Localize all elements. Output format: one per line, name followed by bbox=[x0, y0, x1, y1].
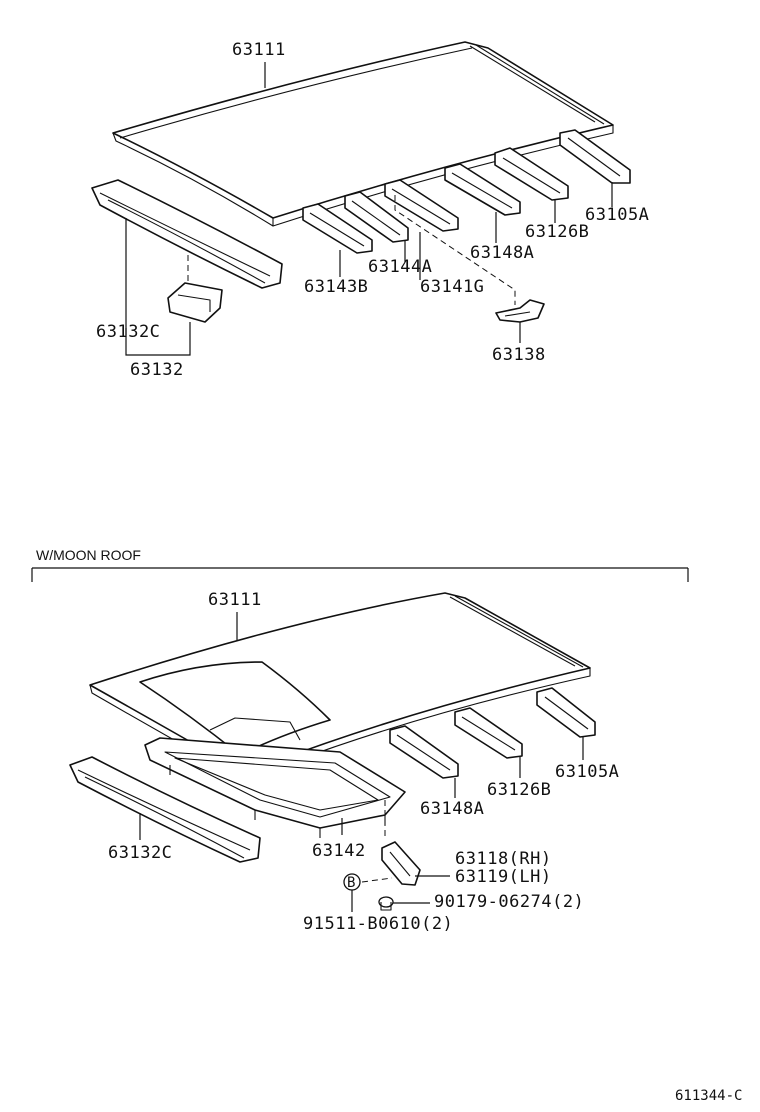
label-63118: 63118(RH) bbox=[455, 849, 552, 869]
label-63105A-bottom: 63105A bbox=[555, 762, 619, 782]
label-63105A-top: 63105A bbox=[585, 205, 649, 225]
bottom-diagram: B 63111 63105A 63126B 63148A 63132C 6314… bbox=[69, 590, 619, 934]
label-63132C-bottom: 63132C bbox=[108, 843, 172, 863]
label-63126B-bottom: 63126B bbox=[487, 780, 551, 800]
roof-bows-top bbox=[302, 129, 631, 254]
label-63126B-top: 63126B bbox=[525, 222, 589, 242]
leaders-top bbox=[125, 62, 613, 356]
diagram-code: 611344-C bbox=[675, 1088, 742, 1104]
moonroof-reinforcement bbox=[144, 737, 406, 838]
label-90179: 90179-06274(2) bbox=[434, 892, 584, 912]
header-bracket bbox=[167, 282, 223, 323]
clip bbox=[378, 896, 394, 911]
roof-bows-bottom bbox=[389, 687, 596, 779]
label-63111-bottom: 63111 bbox=[208, 590, 262, 610]
section-moon-roof: W/MOON ROOF bbox=[31, 547, 689, 582]
bracket-63138 bbox=[495, 299, 545, 323]
label-63132C-top: 63132C bbox=[96, 322, 160, 342]
label-63144A: 63144A bbox=[368, 257, 432, 277]
roof-panel-top bbox=[112, 41, 614, 227]
label-63138: 63138 bbox=[492, 345, 546, 365]
label-63148A-top: 63148A bbox=[470, 243, 534, 263]
front-header-bottom bbox=[69, 756, 261, 863]
label-63143B: 63143B bbox=[304, 277, 368, 297]
label-63119: 63119(LH) bbox=[455, 867, 552, 887]
moonroof-support bbox=[381, 841, 421, 886]
front-header-top bbox=[91, 179, 283, 289]
label-63132: 63132 bbox=[130, 360, 184, 380]
label-63142: 63142 bbox=[312, 841, 366, 861]
label-63111-top: 63111 bbox=[232, 40, 286, 60]
label-63148A-bottom: 63148A bbox=[420, 799, 484, 819]
bolt-symbol: B bbox=[343, 873, 361, 891]
top-diagram: 63111 63105A 63126B 63148A 63144A 63143B… bbox=[91, 40, 649, 380]
section-title: W/MOON ROOF bbox=[36, 547, 141, 563]
label-63141G: 63141G bbox=[420, 277, 484, 297]
label-91511: 91511-B0610(2) bbox=[303, 914, 453, 934]
leaders-bottom bbox=[139, 612, 584, 912]
bolt-letter: B bbox=[347, 875, 355, 891]
